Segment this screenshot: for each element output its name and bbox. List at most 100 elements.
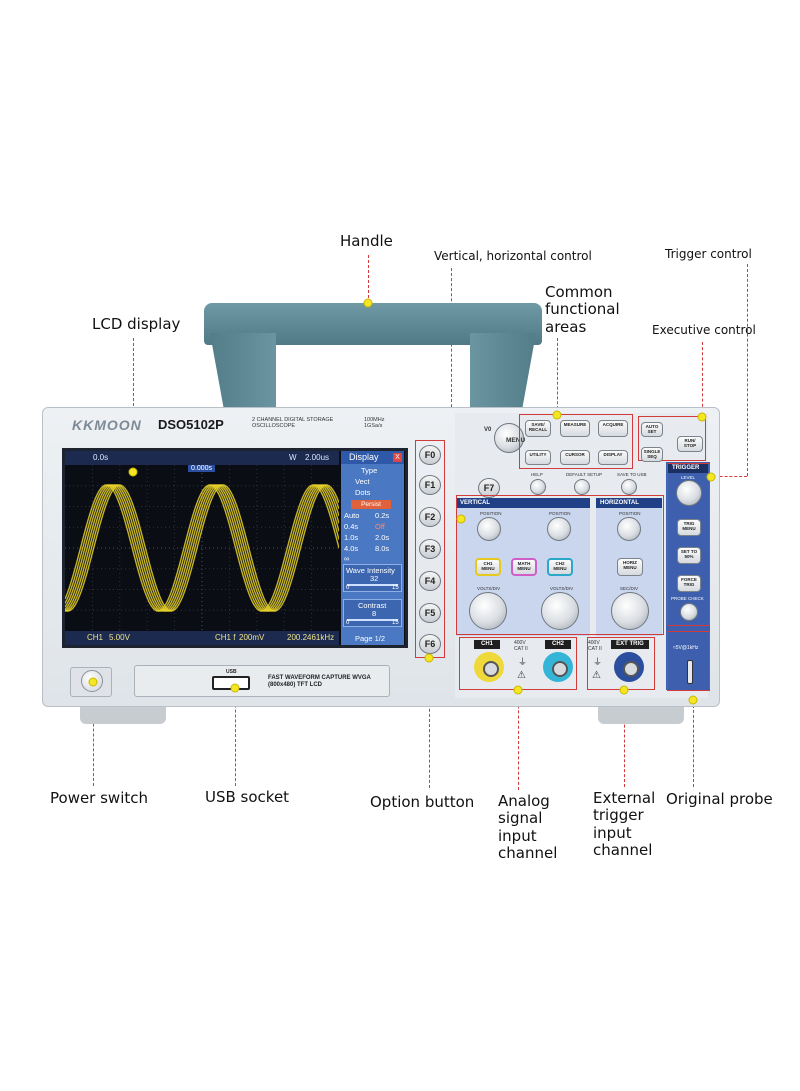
wave-intensity-max: 15 xyxy=(392,585,399,591)
ch2-volts-div-label: VOLTS/DIV xyxy=(550,586,574,591)
leader-power xyxy=(93,684,94,786)
ch2-position-knob[interactable] xyxy=(547,517,571,541)
probe-check-label: PROBE CHECK xyxy=(671,596,704,601)
math-menu-button[interactable]: MATH MENU xyxy=(511,558,537,576)
f5-button[interactable]: F5 xyxy=(419,603,441,623)
probe-terminal-icon[interactable] xyxy=(687,660,693,684)
ch2-bnc-connector[interactable] xyxy=(543,652,573,682)
f1-button[interactable]: F1 xyxy=(419,475,441,495)
menu-page-indicator[interactable]: Page 1/2 xyxy=(355,634,386,643)
menu-persist-2.0s[interactable]: 2.0s xyxy=(375,533,390,542)
ch1-position-knob[interactable] xyxy=(477,517,501,541)
menu-vect-option[interactable]: Vect xyxy=(355,477,370,486)
left-foot xyxy=(80,706,166,724)
usb-caption: FAST WAVEFORM CAPTURE WVGA (800x480) TFT… xyxy=(268,675,371,689)
ch2-menu-button[interactable]: CH2 MENU xyxy=(547,558,573,576)
menu-persist-header: Persist xyxy=(351,500,391,509)
default-setup-button[interactable] xyxy=(574,479,590,495)
menu-persist-8.0s[interactable]: 8.0s xyxy=(375,544,390,553)
ch1-volts-div-knob[interactable] xyxy=(469,592,507,630)
display-button[interactable]: DISPLAY xyxy=(598,450,628,465)
f6-button[interactable]: F6 xyxy=(419,634,441,654)
ch1-menu-button[interactable]: CH1 MENU xyxy=(475,558,501,576)
single-seq-button[interactable]: SINGLE SEQ xyxy=(641,447,663,462)
sec-div-knob[interactable] xyxy=(611,592,649,630)
f7-button[interactable]: F7 xyxy=(478,478,500,498)
contrast-panel[interactable]: Contrast 8 0 15 xyxy=(343,599,402,627)
menu-persist-off[interactable]: Off xyxy=(375,522,385,531)
set-to-50-button[interactable]: SET TO 50% xyxy=(677,547,701,564)
force-trig-button[interactable]: FORCE TRIG xyxy=(677,575,701,592)
utility-button[interactable]: UTILITY xyxy=(525,450,551,465)
leader-handle xyxy=(368,255,369,303)
horiz-menu-button[interactable]: HORIZ MENU xyxy=(617,558,643,576)
handle-marker-dot xyxy=(363,298,373,308)
ch1-input-label: CH1 xyxy=(474,640,500,649)
ch1-indicator: CH1 xyxy=(87,633,104,642)
callout-usb-socket: USB socket xyxy=(205,788,290,806)
save-to-usb-button[interactable] xyxy=(621,479,637,495)
ch2-volts-div-knob[interactable] xyxy=(541,592,579,630)
menu-persist-4.0s[interactable]: 4.0s xyxy=(344,544,359,553)
trigger-level-knob[interactable] xyxy=(676,480,702,506)
menu-persist-0.4s[interactable]: 0.4s xyxy=(344,522,359,531)
option-marker-dot xyxy=(424,653,434,663)
leader-vertical-horizontal xyxy=(451,268,452,518)
screen-bottom-bar: CH1 5.00V CH1 f 200mV 200.2461kHz xyxy=(65,631,339,645)
power-marker-dot xyxy=(88,677,98,687)
callout-executive-control: Executive control xyxy=(652,323,756,337)
menu-close-icon[interactable]: X xyxy=(393,453,402,462)
save-recall-button[interactable]: SAVE/ RECALL xyxy=(525,420,551,437)
wave-intensity-slider[interactable] xyxy=(347,584,398,586)
menu-persist-infinite[interactable]: ∞ xyxy=(344,554,350,563)
brand-logo: KKMOON xyxy=(72,417,142,433)
wave-intensity-min: 0 xyxy=(346,585,350,591)
callout-common-functional-areas: Common functional areas xyxy=(545,283,620,336)
lcd-marker-dot xyxy=(128,467,138,477)
vertical-marker-dot xyxy=(456,514,466,524)
measure-button[interactable]: MEASURE xyxy=(560,420,590,437)
help-button[interactable] xyxy=(530,479,546,495)
f3-button[interactable]: F3 xyxy=(419,539,441,559)
contrast-slider[interactable] xyxy=(347,619,398,621)
device-spec: 100MHz 1GSa/s xyxy=(364,417,385,430)
leader-lcd xyxy=(133,338,134,471)
handle-right-arm xyxy=(470,333,536,413)
external-marker-dot xyxy=(619,685,629,695)
menu-persist-auto[interactable]: Auto xyxy=(344,511,360,520)
f0-button[interactable]: F0 xyxy=(419,445,441,465)
display-menu-title: Display xyxy=(341,451,404,464)
callout-analog-signal-input-channel: Analog signal input channel xyxy=(498,792,558,862)
ch1-scale: 5.00V xyxy=(109,633,130,642)
acquire-button[interactable]: ACQUIRE xyxy=(598,420,628,437)
menu-type-label: Type xyxy=(361,466,378,475)
vertical-horizontal-control-box xyxy=(456,495,664,635)
display-menu: Display X Type Vect Dots Persist Auto 0.… xyxy=(341,451,404,645)
contrast-max: 15 xyxy=(392,620,399,626)
probe-check-button[interactable] xyxy=(680,603,698,621)
probe-marker-dot xyxy=(688,695,698,705)
waveform-svg xyxy=(64,465,340,631)
carry-handle xyxy=(204,303,542,413)
horizontal-position-knob[interactable] xyxy=(617,517,641,541)
f2-button[interactable]: F2 xyxy=(419,507,441,527)
trig-menu-button[interactable]: TRIG MENU xyxy=(677,519,701,536)
vertical-section-header: VERTICAL xyxy=(456,498,590,508)
analog-ground-icon: ⏚ xyxy=(518,657,528,667)
leader-probe xyxy=(693,700,694,787)
ch1-waveform xyxy=(64,484,340,612)
wave-intensity-panel[interactable]: Wave Intensity 32 0 15 xyxy=(343,564,402,592)
cursor-button[interactable]: CURSOR xyxy=(560,450,590,465)
callout-vertical-horizontal-control: Vertical, horizontal control xyxy=(434,249,592,263)
wave-intensity-value: 32 xyxy=(370,574,379,583)
f4-button[interactable]: F4 xyxy=(419,571,441,591)
ext-trig-bnc-connector[interactable] xyxy=(614,652,644,682)
auto-set-button[interactable]: AUTO SET xyxy=(641,422,663,437)
ch1-bnc-connector[interactable] xyxy=(474,652,504,682)
menu-persist-0.2s[interactable]: 0.2s xyxy=(375,511,390,520)
run-stop-button[interactable]: RUN/ STOP xyxy=(677,436,703,452)
ext-trig-label: EXT TRIG xyxy=(611,640,649,649)
executive-marker-dot xyxy=(697,412,707,422)
menu-persist-1.0s[interactable]: 1.0s xyxy=(344,533,359,542)
menu-dots-option[interactable]: Dots xyxy=(355,488,371,497)
